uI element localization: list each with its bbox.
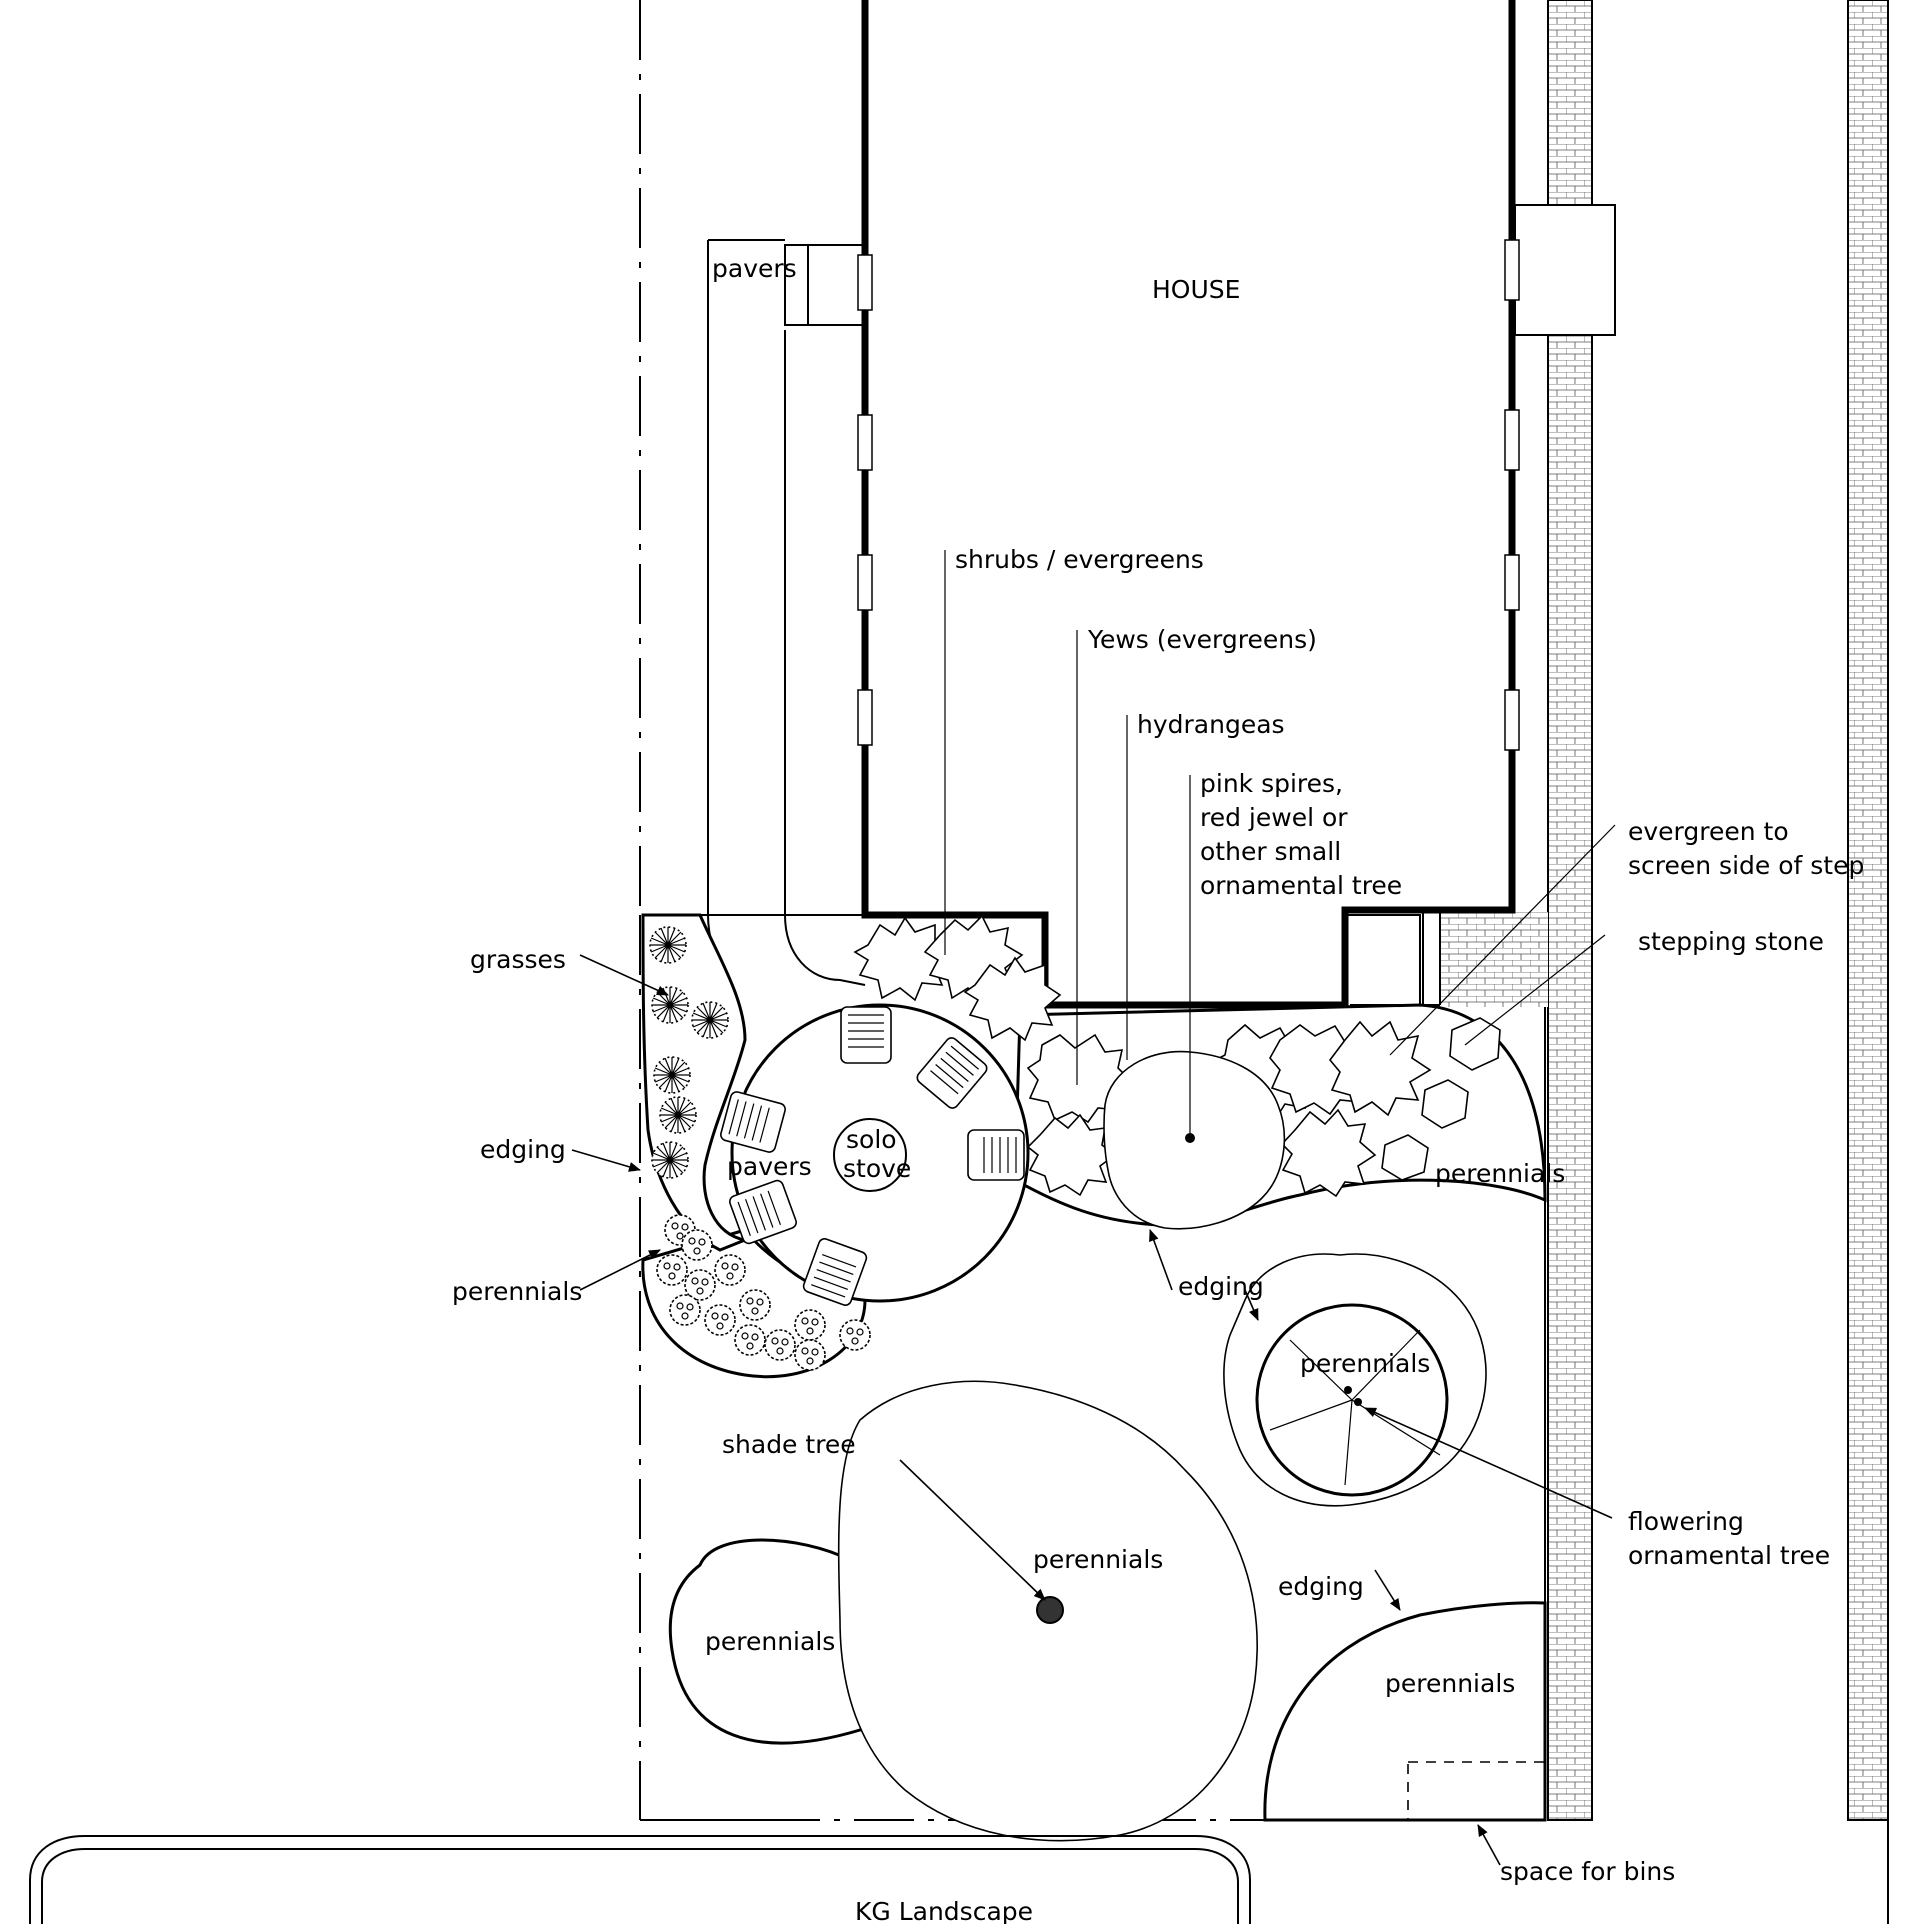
yew xyxy=(1026,1113,1117,1197)
label-edging-center: edging xyxy=(1178,1272,1264,1301)
solo-stove xyxy=(833,1118,907,1192)
left-perennials xyxy=(656,1214,871,1371)
label-ornamental-tree-2: red jewel or xyxy=(1200,803,1348,832)
label-shrubs-evergreens: shrubs / evergreens xyxy=(955,545,1204,574)
chair xyxy=(729,1179,797,1245)
label-perennials-left: perennials xyxy=(452,1277,582,1306)
label-ornamental-tree-3: other small xyxy=(1200,837,1341,866)
corner-perennial-bed xyxy=(1263,1601,1547,1822)
shrub xyxy=(853,916,952,1002)
label-evergreen-screen-2: screen side of step xyxy=(1628,851,1864,880)
bins-area xyxy=(1407,1761,1546,1821)
pavers-path-label: pavers xyxy=(712,254,797,283)
label-stepping-stone: stepping stone xyxy=(1638,927,1824,956)
chair xyxy=(916,1037,988,1109)
label-flowering-tree-1: flowering xyxy=(1628,1507,1744,1536)
stepping-stone xyxy=(1449,1017,1501,1071)
stepping-stone xyxy=(1381,1134,1429,1181)
label-edging-bottom: edging xyxy=(1278,1572,1364,1601)
label-space-for-bins: space for bins xyxy=(1500,1857,1675,1886)
evergreen-screen xyxy=(1328,1020,1432,1117)
patio: solo stove pavers xyxy=(720,1003,1030,1306)
wall-opening xyxy=(1514,204,1616,336)
label-perennials-foundation: perennials xyxy=(1435,1159,1565,1188)
house: HOUSE xyxy=(857,0,1520,1011)
label-flowering-tree-2: ornamental tree xyxy=(1628,1541,1830,1570)
solo-stove-label-1: solo xyxy=(846,1125,897,1154)
chair xyxy=(802,1238,868,1306)
annotations: shrubs / evergreens Yews (evergreens) hy… xyxy=(452,545,1864,1886)
house-label: HOUSE xyxy=(1152,275,1240,304)
patio-pavers-label: pavers xyxy=(727,1152,812,1181)
stepping-stone xyxy=(1421,1079,1469,1129)
leader-lines xyxy=(571,550,1616,1866)
label-edging-left: edging xyxy=(480,1135,566,1164)
shrub xyxy=(963,956,1062,1042)
label-evergreen-screen-1: evergreen to xyxy=(1628,817,1789,846)
brick-walls xyxy=(1422,0,1889,1924)
label-perennials-bottom-right: perennials xyxy=(1385,1669,1515,1698)
label-perennials-shade-right: perennials xyxy=(1033,1545,1163,1574)
foundation-shrubs xyxy=(853,914,1501,1230)
label-perennials-circle: perennials xyxy=(1300,1349,1430,1378)
ornamental-tree-trunk xyxy=(1185,1133,1195,1143)
title-block-label: KG Landscape xyxy=(855,1897,1033,1924)
solo-stove-label-2: stove xyxy=(843,1154,911,1183)
label-grasses: grasses xyxy=(470,945,566,974)
flowering-tree xyxy=(1223,1253,1487,1507)
title-block: KG Landscape xyxy=(29,1835,1251,1924)
label-ornamental-tree-4: ornamental tree xyxy=(1200,871,1402,900)
label-shade-tree: shade tree xyxy=(722,1430,856,1459)
chair xyxy=(967,1129,1025,1181)
chair xyxy=(720,1091,786,1153)
label-ornamental-tree-1: pink spires, xyxy=(1200,769,1343,798)
label-hydrangeas: hydrangeas xyxy=(1137,710,1285,739)
chair xyxy=(840,1006,892,1064)
shade-tree xyxy=(837,1380,1258,1842)
label-perennials-shade-left: perennials xyxy=(705,1627,835,1656)
label-yews: Yews (evergreens) xyxy=(1087,625,1317,654)
yew xyxy=(1280,1108,1377,1198)
grasses-plants xyxy=(649,926,729,1179)
shade-tree-trunk xyxy=(1036,1596,1064,1624)
